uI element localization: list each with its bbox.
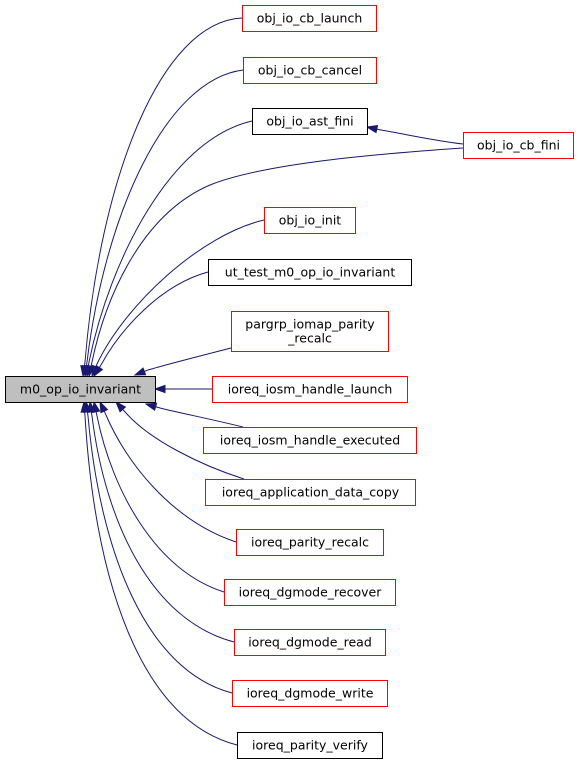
node-label: _recalc <box>287 331 332 346</box>
edge-line <box>84 415 238 746</box>
node-label: ioreq_iosm_handle_launch <box>228 382 393 397</box>
node-ioreq_parity_recalc[interactable]: ioreq_parity_recalc <box>236 529 384 556</box>
edge-line <box>91 147 464 363</box>
node-label: m0_op_io_invariant <box>20 382 141 397</box>
node-ut_test_m0_op_io_invariant[interactable]: ut_test_m0_op_io_invariant <box>208 259 412 286</box>
node-box[interactable] <box>203 427 417 454</box>
edge-obj_io_cb_fini-to-obj_io_ast_fini <box>365 124 464 145</box>
node-label: pargrp_iomap_parity <box>245 317 375 332</box>
node-box[interactable] <box>205 479 416 506</box>
edge-connector <box>98 364 102 368</box>
node-box[interactable] <box>232 680 388 707</box>
edge-line <box>96 219 265 365</box>
edge-connector <box>90 411 93 417</box>
edge-ioreq_parity_recalc-to-m0_op_io_invariant <box>99 400 237 543</box>
node-pargrp_iomap_parity_recalc[interactable]: pargrp_iomap_parity_recalc <box>231 311 389 352</box>
node-box[interactable] <box>242 5 377 32</box>
edge-ut_test_m0_op_io_invariant-to-m0_op_io_invariant <box>93 271 209 378</box>
edge-connector <box>103 410 107 416</box>
edge-ioreq_iosm_handle_launch-to-m0_op_io_invariant <box>153 384 212 394</box>
arrowhead-icon <box>99 400 109 414</box>
node-obj_io_cb_fini[interactable]: obj_io_cb_fini <box>463 132 574 159</box>
node-box[interactable] <box>231 311 389 352</box>
node-box[interactable] <box>237 732 383 759</box>
node-obj_io_cb_cancel[interactable]: obj_io_cb_cancel <box>243 57 377 84</box>
arrowhead-icon <box>133 367 147 376</box>
node-label: obj_io_cb_fini <box>477 138 560 153</box>
edge-line <box>147 347 232 371</box>
arrowhead-icon <box>365 124 379 134</box>
node-label: ioreq_parity_recalc <box>251 535 369 550</box>
node-label: ioreq_dgmode_write <box>247 686 374 701</box>
node-box[interactable] <box>264 207 356 234</box>
edge-connector <box>155 406 161 409</box>
edge-line <box>96 415 225 593</box>
edge-connector <box>86 411 89 417</box>
edge-pargrp_iomap_parity_recalc-to-m0_op_io_invariant <box>133 347 232 376</box>
node-label: ioreq_parity_verify <box>252 738 368 753</box>
edge-line <box>105 414 237 543</box>
edges-layer <box>80 17 464 746</box>
edge-line <box>87 415 233 694</box>
node-obj_io_init[interactable]: obj_io_init <box>264 207 356 234</box>
arrowhead-icon <box>144 402 158 412</box>
node-label: ioreq_iosm_handle_executed <box>220 433 400 448</box>
edge-line <box>100 271 209 366</box>
arrowhead-icon <box>153 384 166 394</box>
edge-connector <box>122 409 127 414</box>
edge-connector <box>144 369 149 372</box>
edge-line <box>125 412 245 480</box>
node-box[interactable] <box>5 376 156 403</box>
node-label: obj_io_ast_fini <box>266 114 353 129</box>
node-box[interactable] <box>224 579 396 606</box>
node-box[interactable] <box>252 108 368 135</box>
node-label: ioreq_dgmode_read <box>248 635 372 650</box>
arrowhead-icon <box>115 400 127 413</box>
node-label: obj_io_cb_launch <box>257 11 363 26</box>
node-box[interactable] <box>208 259 412 286</box>
node-label: obj_io_init <box>279 213 342 228</box>
node-label: ut_test_m0_op_io_invariant <box>225 265 396 280</box>
node-m0_op_io_invariant[interactable]: m0_op_io_invariant <box>5 376 156 403</box>
edge-obj_io_init-to-m0_op_io_invariant <box>91 219 265 378</box>
edge-ioreq_parity_verify-to-m0_op_io_invariant <box>80 400 238 746</box>
arrowhead-icon <box>93 364 104 378</box>
node-obj_io_ast_fini[interactable]: obj_io_ast_fini <box>252 108 368 135</box>
node-label: ioreq_dgmode_recover <box>239 585 383 600</box>
edge-ioreq_iosm_handle_executed-to-m0_op_io_invariant <box>144 402 244 428</box>
edge-line <box>84 17 243 363</box>
node-ioreq_dgmode_recover[interactable]: ioreq_dgmode_recover <box>224 579 396 606</box>
node-ioreq_dgmode_read[interactable]: ioreq_dgmode_read <box>234 629 386 656</box>
node-label: obj_io_cb_cancel <box>258 63 362 78</box>
edge-line <box>88 120 253 363</box>
edge-ioreq_application_data_copy-to-m0_op_io_invariant <box>115 400 245 480</box>
node-box[interactable] <box>463 132 574 159</box>
node-ioreq_iosm_handle_executed[interactable]: ioreq_iosm_handle_executed <box>203 427 417 454</box>
node-obj_io_cb_launch[interactable]: obj_io_cb_launch <box>242 5 377 32</box>
nodes-layer: m0_op_io_invariant obj_io_cb_launch obj_io… <box>5 5 574 759</box>
node-box[interactable] <box>212 376 408 403</box>
node-ioreq_dgmode_write[interactable]: ioreq_dgmode_write <box>232 680 388 707</box>
edge-connector <box>90 361 93 367</box>
edge-line <box>159 407 244 428</box>
edge-line <box>380 129 464 145</box>
node-box[interactable] <box>236 529 384 556</box>
node-ioreq_application_data_copy[interactable]: ioreq_application_data_copy <box>205 479 416 506</box>
edge-connector <box>376 128 382 131</box>
node-ioreq_parity_verify[interactable]: ioreq_parity_verify <box>237 732 383 759</box>
node-ioreq_iosm_handle_launch[interactable]: ioreq_iosm_handle_launch <box>212 376 408 403</box>
edge-line <box>86 69 244 363</box>
node-label: ioreq_application_data_copy <box>222 485 400 500</box>
arrowhead-icon <box>80 400 90 413</box>
edge-connector <box>95 411 98 417</box>
edge-line <box>91 415 235 643</box>
node-box[interactable] <box>243 57 377 84</box>
edge-obj_io_cb_launch-to-m0_op_io_invariant <box>80 17 243 378</box>
node-box[interactable] <box>234 629 386 656</box>
